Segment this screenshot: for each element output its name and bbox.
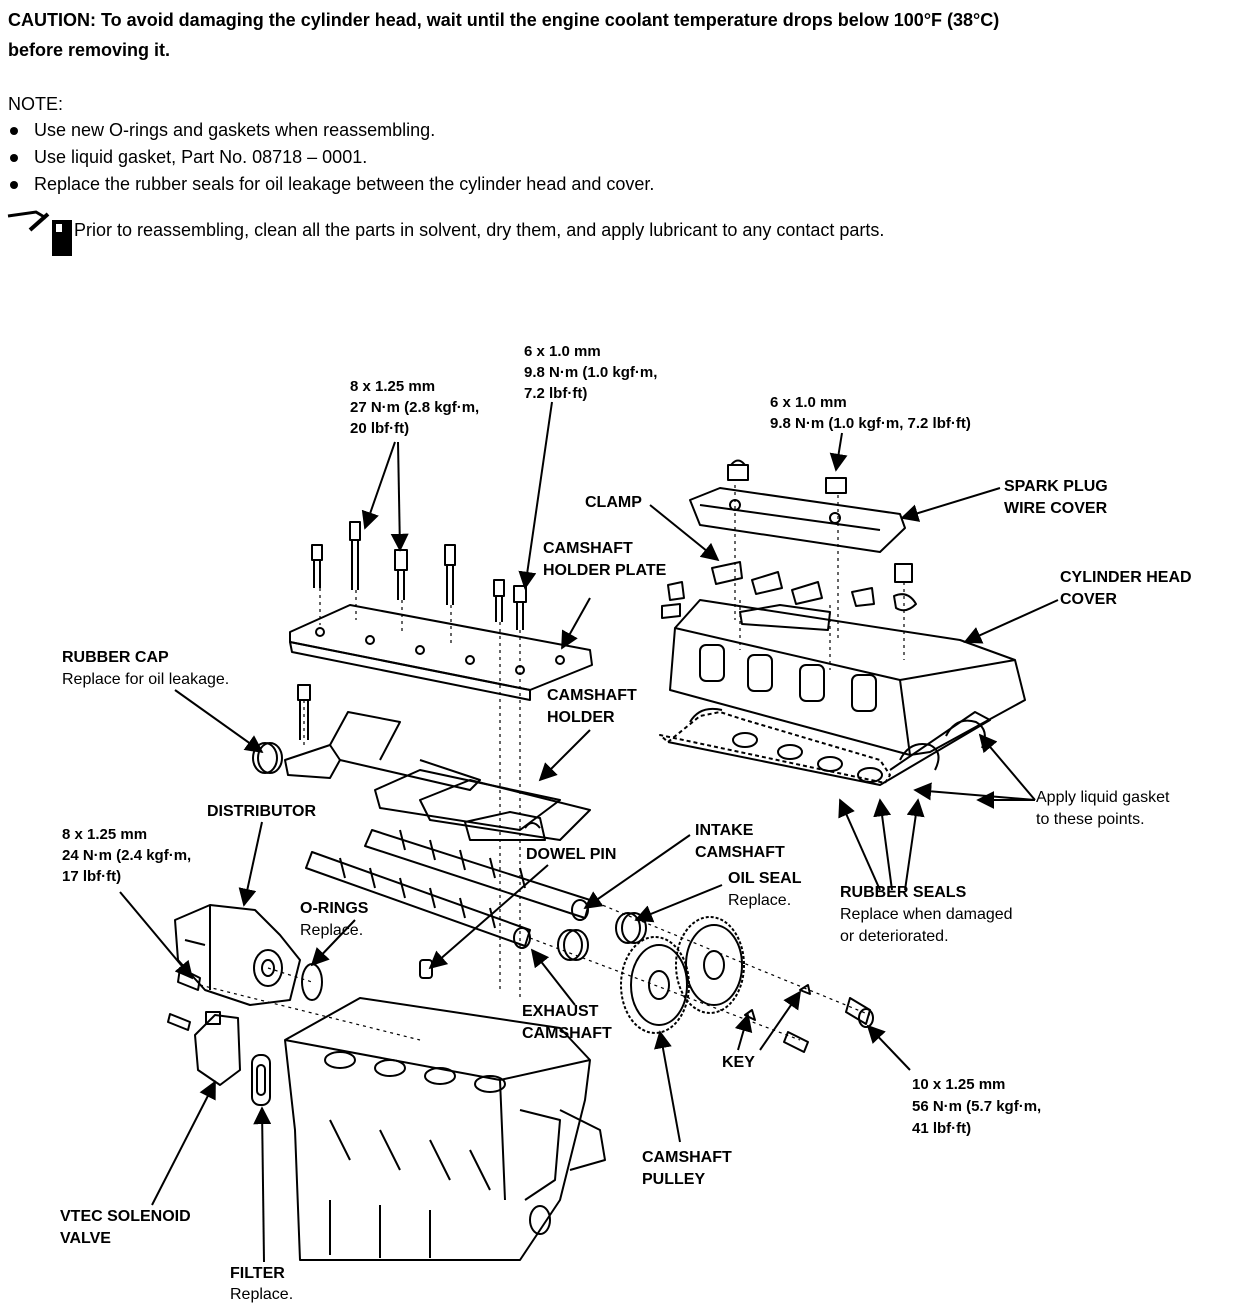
spark-plug-wire-cover-label-1: SPARK PLUG <box>1004 478 1108 495</box>
bolt-10x125-torque: 56 N·m (5.7 kgf·m, <box>912 1098 1042 1115</box>
filter-part <box>251 1054 271 1106</box>
dowel-pin-label: DOWEL PIN <box>526 846 617 863</box>
o-rings-note: Replace. <box>300 922 364 939</box>
vtec-solenoid-valve-label-2: VALVE <box>60 1230 111 1247</box>
spark-plug-wire-cover-label-2: WIRE COVER <box>1004 500 1108 517</box>
clamp-label: CLAMP <box>585 494 642 511</box>
cylinder-head-cover-part <box>669 599 1026 756</box>
distributor-label: DISTRIBUTOR <box>207 803 317 820</box>
bolt-6x1-top-size: 6 x 1.0 mm <box>524 343 601 360</box>
filter-note: Replace. <box>230 1286 294 1303</box>
apply-liquid-gasket-label-2: to these points. <box>1036 811 1145 828</box>
exhaust-camshaft-part <box>305 851 531 949</box>
bolt-10x125-size: 10 x 1.25 mm <box>912 1076 1006 1093</box>
o-rings-label: O-RINGS <box>300 900 369 917</box>
camshaft-pulley-part <box>620 916 745 1034</box>
camshaft-holder-plate-part <box>289 604 593 701</box>
cylinder-head-cover-label-1: CYLINDER HEAD <box>1060 569 1192 586</box>
vtec-solenoid-valve-label-1: VTEC SOLENOID <box>60 1208 191 1225</box>
camshaft-holder-plate-label-1: CAMSHAFT <box>543 540 633 557</box>
caution-label: CAUTION: <box>8 10 96 30</box>
camshaft-holder-plate-label-2: HOLDER PLATE <box>543 562 667 579</box>
note-title: NOTE: <box>8 94 64 114</box>
lubricant-note: Prior to reassembling, clean all the par… <box>74 220 885 240</box>
intake-camshaft-label-2: CAMSHAFT <box>695 844 785 861</box>
caution-line-1: CAUTION: To avoid damaging the cylinder … <box>8 8 999 32</box>
rubber-seals-note-1: Replace when damaged <box>840 906 1013 923</box>
intake-camshaft-label-1: INTAKE <box>695 822 754 839</box>
camshaft-holder-part <box>284 711 591 841</box>
spark-plug-wire-cover-part <box>689 487 906 553</box>
bolt-10x125-torque-lbf: 41 lbf·ft) <box>912 1120 972 1137</box>
bolt-6x1-top-torque: 9.8 N·m (1.0 kgf·m, <box>524 364 658 381</box>
rubber-cap-label: RUBBER CAP <box>62 649 169 666</box>
oil-seal-label: OIL SEAL <box>728 870 802 887</box>
lubricant-oilcan-icon <box>7 210 72 256</box>
camshaft-holder-label-2: HOLDER <box>547 709 615 726</box>
rubber-cap-note: Replace for oil leakage. <box>62 671 230 688</box>
bolt-6x1-cover-size: 6 x 1.0 mm <box>770 394 847 411</box>
key-label: KEY <box>722 1054 755 1071</box>
camshaft-holder-label-1: CAMSHAFT <box>547 687 637 704</box>
bullet-icon <box>10 127 18 136</box>
note-item: Replace the rubber seals for oil leakage… <box>10 172 654 196</box>
caution-text-1: To avoid damaging the cylinder head, wai… <box>101 10 1000 30</box>
bolt-8x125-dist-size: 8 x 1.25 mm <box>62 826 148 843</box>
note-item: Use liquid gasket, Part No. 08718 – 0001… <box>10 145 367 169</box>
rubber-seals-note-2: or deteriorated. <box>840 928 949 945</box>
vtec-solenoid-part <box>167 1011 241 1086</box>
camshaft-pulley-label-1: CAMSHAFT <box>642 1149 732 1166</box>
rubber-seals-label: RUBBER SEALS <box>840 884 967 901</box>
intake-camshaft-part <box>364 829 591 921</box>
oil-seal-note: Replace. <box>728 892 792 909</box>
distributor-part <box>174 904 301 1006</box>
bolt-6x1-cover-torque: 9.8 N·m (1.0 kgf·m, 7.2 lbf·ft) <box>770 415 971 432</box>
bolt-8x125-dist-torque-lbf: 17 lbf·ft) <box>62 868 122 885</box>
bullet-icon <box>10 181 18 190</box>
exhaust-camshaft-label-2: CAMSHAFT <box>522 1025 612 1042</box>
camshaft-pulley-label-2: PULLEY <box>642 1171 706 1188</box>
bolt-8x125-dist-torque: 24 N·m (2.4 kgf·m, <box>62 847 192 864</box>
cylinder-head-cover-label-2: COVER <box>1060 591 1117 608</box>
note-item: Use new O-rings and gaskets when reassem… <box>10 118 435 142</box>
bolt-6x1-top-torque-lbf: 7.2 lbf·ft) <box>524 385 588 402</box>
caution-text-2: before removing it. <box>8 40 171 60</box>
exhaust-camshaft-label-1: EXHAUST <box>522 1003 599 1020</box>
bolt-8x125-size: 8 x 1.25 mm <box>350 378 436 395</box>
filter-label: FILTER <box>230 1265 285 1282</box>
cylinder-head-part <box>284 997 606 1261</box>
bolt-8x125-torque: 27 N·m (2.8 kgf·m, <box>350 399 480 416</box>
bullet-icon <box>10 154 18 163</box>
bolt-8x125-torque-lbf: 20 lbf·ft) <box>350 420 410 437</box>
apply-liquid-gasket-label-1: Apply liquid gasket <box>1036 789 1170 806</box>
